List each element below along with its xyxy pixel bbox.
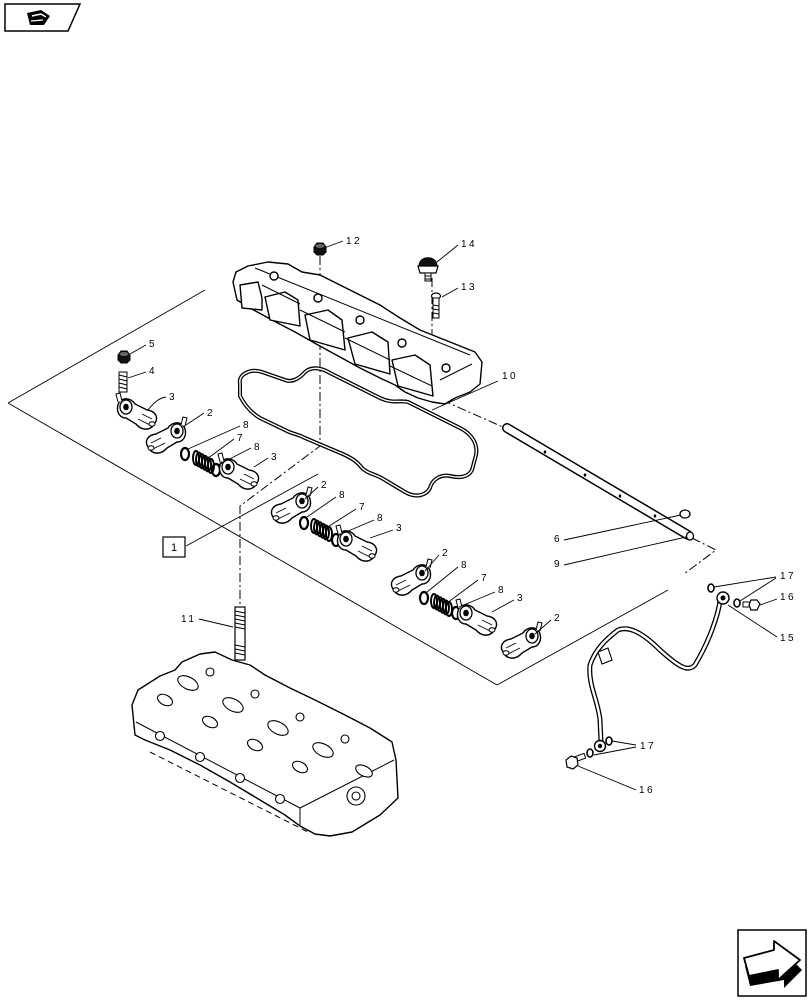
rocker-arm bbox=[115, 392, 158, 430]
callout-label: 2 bbox=[321, 480, 329, 491]
assembly-reference-label: 1 bbox=[171, 542, 177, 554]
rocker-shaft bbox=[502, 423, 693, 540]
breather-valve bbox=[417, 257, 439, 282]
head-stud bbox=[234, 606, 246, 661]
callout-label: 2 bbox=[554, 613, 562, 624]
callout-label: 8 bbox=[339, 490, 347, 501]
sealing-washer bbox=[733, 598, 741, 608]
rocker-arm bbox=[390, 558, 433, 596]
adjuster-nut bbox=[117, 350, 131, 364]
leader-lines bbox=[127, 240, 778, 791]
callout-label: 3 bbox=[517, 593, 525, 604]
callout-label: 7 bbox=[481, 573, 489, 584]
spring bbox=[192, 450, 215, 474]
rocker-carrier bbox=[232, 261, 483, 405]
oil-pipe bbox=[587, 598, 723, 745]
book-icon bbox=[27, 10, 50, 25]
next-page-button[interactable] bbox=[737, 929, 807, 997]
callout-label: 8 bbox=[243, 420, 251, 431]
banjo-fitting bbox=[593, 739, 607, 753]
callout-label: 5 bbox=[149, 339, 157, 350]
callout-label: 3 bbox=[271, 452, 279, 463]
callout-label: 3 bbox=[396, 523, 404, 534]
callout-label: 10 bbox=[502, 371, 518, 382]
callout-label: 3 bbox=[169, 392, 177, 403]
shaft-plug bbox=[685, 531, 695, 541]
washer bbox=[179, 446, 191, 462]
callout-label: 7 bbox=[237, 433, 245, 444]
callout-label: 8 bbox=[461, 560, 469, 571]
banjo-bolt bbox=[742, 599, 761, 611]
callout-label: 17 bbox=[780, 571, 796, 582]
cylinder-head bbox=[131, 651, 399, 837]
washer bbox=[418, 590, 430, 606]
banjo-bolt bbox=[565, 752, 587, 770]
callout-label: 13 bbox=[461, 282, 477, 293]
callout-label: 11 bbox=[181, 614, 196, 625]
callout-label: 16 bbox=[639, 785, 655, 796]
banjo-fitting bbox=[716, 591, 730, 605]
shaft-ring bbox=[679, 509, 691, 519]
callout-label: 17 bbox=[640, 741, 656, 752]
cover-nut bbox=[313, 242, 327, 256]
rocker-arm bbox=[335, 524, 378, 562]
spring bbox=[430, 593, 453, 617]
next-page-arrow-icon bbox=[743, 940, 802, 988]
rocker-arm bbox=[455, 598, 498, 636]
callout-label: 8 bbox=[498, 585, 506, 596]
callout-label: 12 bbox=[346, 236, 362, 247]
callout-label: 16 bbox=[780, 592, 796, 603]
callout-label: 7 bbox=[359, 502, 367, 513]
callout-label: 8 bbox=[254, 442, 262, 453]
callout-label: 6 bbox=[554, 534, 562, 545]
cover-bolt bbox=[430, 292, 442, 319]
book-icon-button[interactable] bbox=[4, 3, 82, 32]
sealing-washer bbox=[707, 583, 715, 593]
callout-label: 9 bbox=[554, 559, 562, 570]
callout-label: 14 bbox=[461, 239, 477, 250]
cover-gasket bbox=[237, 366, 479, 498]
rocker-arm bbox=[217, 452, 260, 490]
assembly-reference-box: 1 bbox=[162, 536, 186, 558]
adjuster-screw bbox=[118, 371, 128, 393]
callout-label: 8 bbox=[377, 513, 385, 524]
sealing-washer bbox=[605, 736, 613, 746]
callout-label: 15 bbox=[780, 633, 796, 644]
spring bbox=[310, 518, 333, 542]
rocker-arm bbox=[500, 621, 543, 659]
callout-label: 4 bbox=[149, 366, 157, 377]
callout-labels: 12 14 13 5 4 3 2 8 7 8 3 10 2 8 7 8 3 2 … bbox=[149, 236, 796, 796]
assembly-boundary bbox=[7, 289, 669, 686]
sealing-washer bbox=[586, 748, 594, 758]
washer bbox=[298, 515, 310, 531]
callout-label: 2 bbox=[442, 548, 450, 559]
callout-label: 2 bbox=[207, 408, 215, 419]
